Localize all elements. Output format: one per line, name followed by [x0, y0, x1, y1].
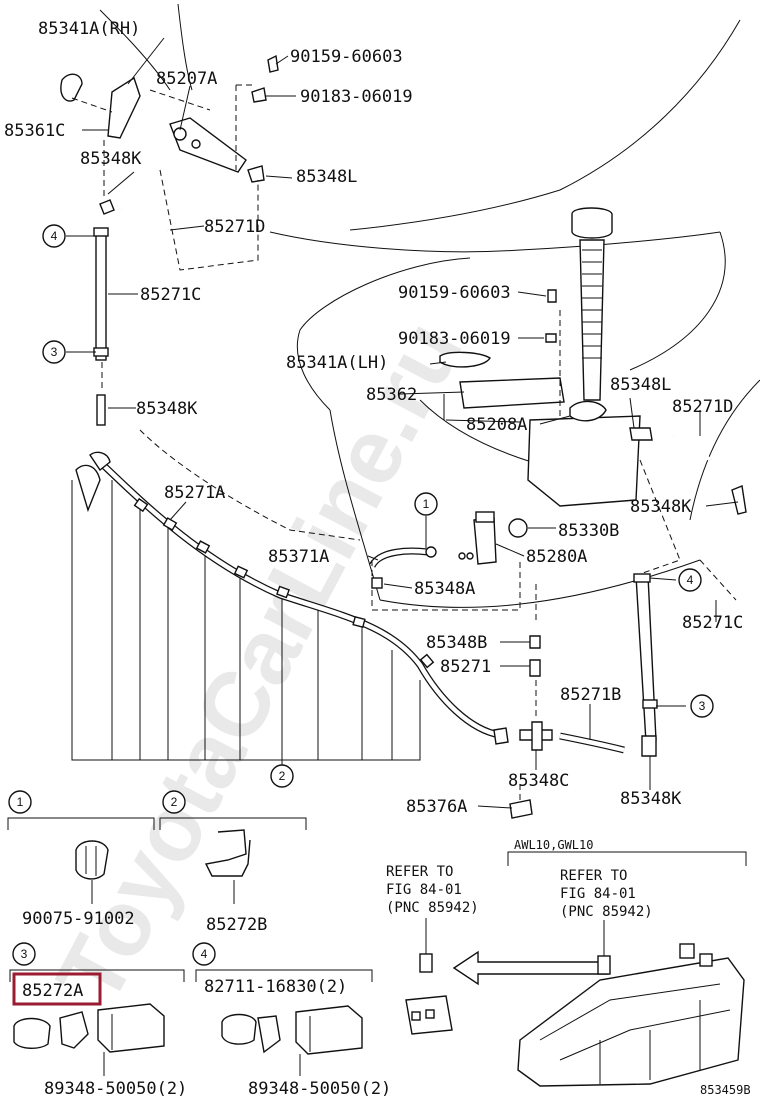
- label-90183-06019-top[interactable]: 90183-06019: [300, 87, 413, 107]
- lower-connectors: [509, 635, 625, 819]
- detail-panel-3: 3 85272A 89348-50050(2): [9, 942, 187, 1099]
- detail-2-callout-text: 2: [171, 795, 178, 809]
- label-85207A[interactable]: 85207A: [156, 69, 217, 89]
- callout-3-right-text: 3: [699, 699, 706, 713]
- label-85341A-rh[interactable]: 85341A(RH): [38, 19, 140, 39]
- callout-2[interactable]: [270, 764, 294, 788]
- refer-left-line1: REFER TO: [386, 864, 453, 880]
- label-85271C-left[interactable]: 85271C: [140, 285, 201, 305]
- detail-2-part[interactable]: 85272B: [206, 915, 267, 935]
- figure-id: 853459B: [700, 1083, 751, 1097]
- label-85341A-lh[interactable]: 85341A(LH): [286, 353, 388, 373]
- label-85371A[interactable]: 85371A: [268, 547, 329, 567]
- dashed-guides-lower: [371, 310, 737, 800]
- detail-3-callout-text: 3: [21, 947, 28, 961]
- label-85376A[interactable]: 85376A: [406, 797, 467, 817]
- hose-85271A: [75, 451, 509, 745]
- callouts: 4 3 1 2 4 3: [42, 224, 714, 788]
- label-90159-60603-mid[interactable]: 90159-60603: [398, 283, 511, 303]
- nozzle-rh-assembly: [60, 54, 279, 426]
- dashed-guides-upper: [71, 84, 361, 541]
- callout-1[interactable]: [414, 492, 438, 516]
- refer-section: REFER TO FIG 84-01 (PNC 85942) AWL10,GWL…: [386, 838, 751, 1097]
- hose-85271C-right: [633, 573, 658, 757]
- detail-panel-1: 1 90075-91002: [7, 790, 155, 929]
- detail-3-part-a[interactable]: 85272A: [22, 981, 83, 1001]
- detail-4-callout-text: 4: [201, 947, 208, 961]
- label-85271A[interactable]: 85271A: [164, 483, 225, 503]
- label-90159-60603-top[interactable]: 90159-60603: [290, 47, 403, 67]
- label-85348A[interactable]: 85348A: [414, 579, 475, 599]
- model-code: AWL10,GWL10: [514, 838, 593, 852]
- label-85208A[interactable]: 85208A: [466, 415, 527, 435]
- label-85271D-top[interactable]: 85271D: [204, 217, 265, 237]
- detail-4-part-a[interactable]: 82711-16830(2): [204, 977, 347, 997]
- label-85348K-left[interactable]: 85348K: [136, 399, 198, 419]
- detail-3-callout: [12, 942, 36, 966]
- detail-1-callout-text: 1: [17, 795, 24, 809]
- callout-3-left[interactable]: [42, 340, 66, 364]
- label-85348L-top[interactable]: 85348L: [296, 167, 357, 187]
- part-labels: 85341A(RH) 85207A 90159-60603 90183-0601…: [4, 19, 743, 817]
- callout-4-right[interactable]: [678, 568, 702, 592]
- detail-3-part-b[interactable]: 89348-50050(2): [44, 1079, 187, 1099]
- label-85348K-right[interactable]: 85348K: [630, 497, 692, 517]
- highlight-box-85272A: [12, 972, 102, 1006]
- callout-1-text: 1: [423, 497, 430, 511]
- label-85330B[interactable]: 85330B: [558, 521, 619, 541]
- label-85271C-right[interactable]: 85271C: [682, 613, 743, 633]
- callout-3-left-text: 3: [51, 345, 58, 359]
- arrow-left-icon: [452, 950, 609, 986]
- refer-right-line2: FIG 84-01: [560, 886, 636, 902]
- refer-left-line2: FIG 84-01: [386, 882, 462, 898]
- detail-panel-2: 2 85272B: [159, 790, 307, 935]
- callout-4-right-text: 4: [687, 573, 694, 587]
- label-90183-06019-mid[interactable]: 90183-06019: [398, 329, 511, 349]
- refer-right-line3: (PNC 85942): [560, 904, 653, 920]
- label-85280A[interactable]: 85280A: [526, 547, 587, 567]
- detail-panel-4: 4 82711-16830(2) 89348-50050(2): [192, 942, 391, 1099]
- detail-2-callout: [162, 790, 186, 814]
- label-85348L-right[interactable]: 85348L: [610, 375, 671, 395]
- callout-4-left-text: 4: [51, 229, 58, 243]
- label-85271D-right[interactable]: 85271D: [672, 397, 733, 417]
- callout-4-left[interactable]: [42, 224, 66, 248]
- detail-1-callout: [8, 790, 32, 814]
- label-85348K-top[interactable]: 85348K: [80, 149, 142, 169]
- refer-left-line3: (PNC 85942): [386, 900, 479, 916]
- detail-4-part-b[interactable]: 89348-50050(2): [248, 1079, 391, 1099]
- label-85271B[interactable]: 85271B: [560, 685, 621, 705]
- radiator-grille: [71, 480, 421, 761]
- refer-right-line1: REFER TO: [560, 868, 627, 884]
- label-85348K-bottom[interactable]: 85348K: [620, 789, 682, 809]
- label-85361C[interactable]: 85361C: [4, 121, 65, 141]
- washer-tank-assembly: [439, 207, 747, 515]
- detail-1-part[interactable]: 90075-91002: [22, 909, 135, 929]
- label-85348C[interactable]: 85348C: [508, 771, 569, 791]
- label-85271[interactable]: 85271: [440, 657, 491, 677]
- label-85362[interactable]: 85362: [366, 385, 417, 405]
- leader-lines: [66, 37, 739, 809]
- detail-4-callout: [192, 942, 216, 966]
- callout-2-text: 2: [279, 769, 286, 783]
- label-85348B[interactable]: 85348B: [426, 633, 487, 653]
- callout-3-right[interactable]: [690, 694, 714, 718]
- pump-85280A: [368, 511, 528, 589]
